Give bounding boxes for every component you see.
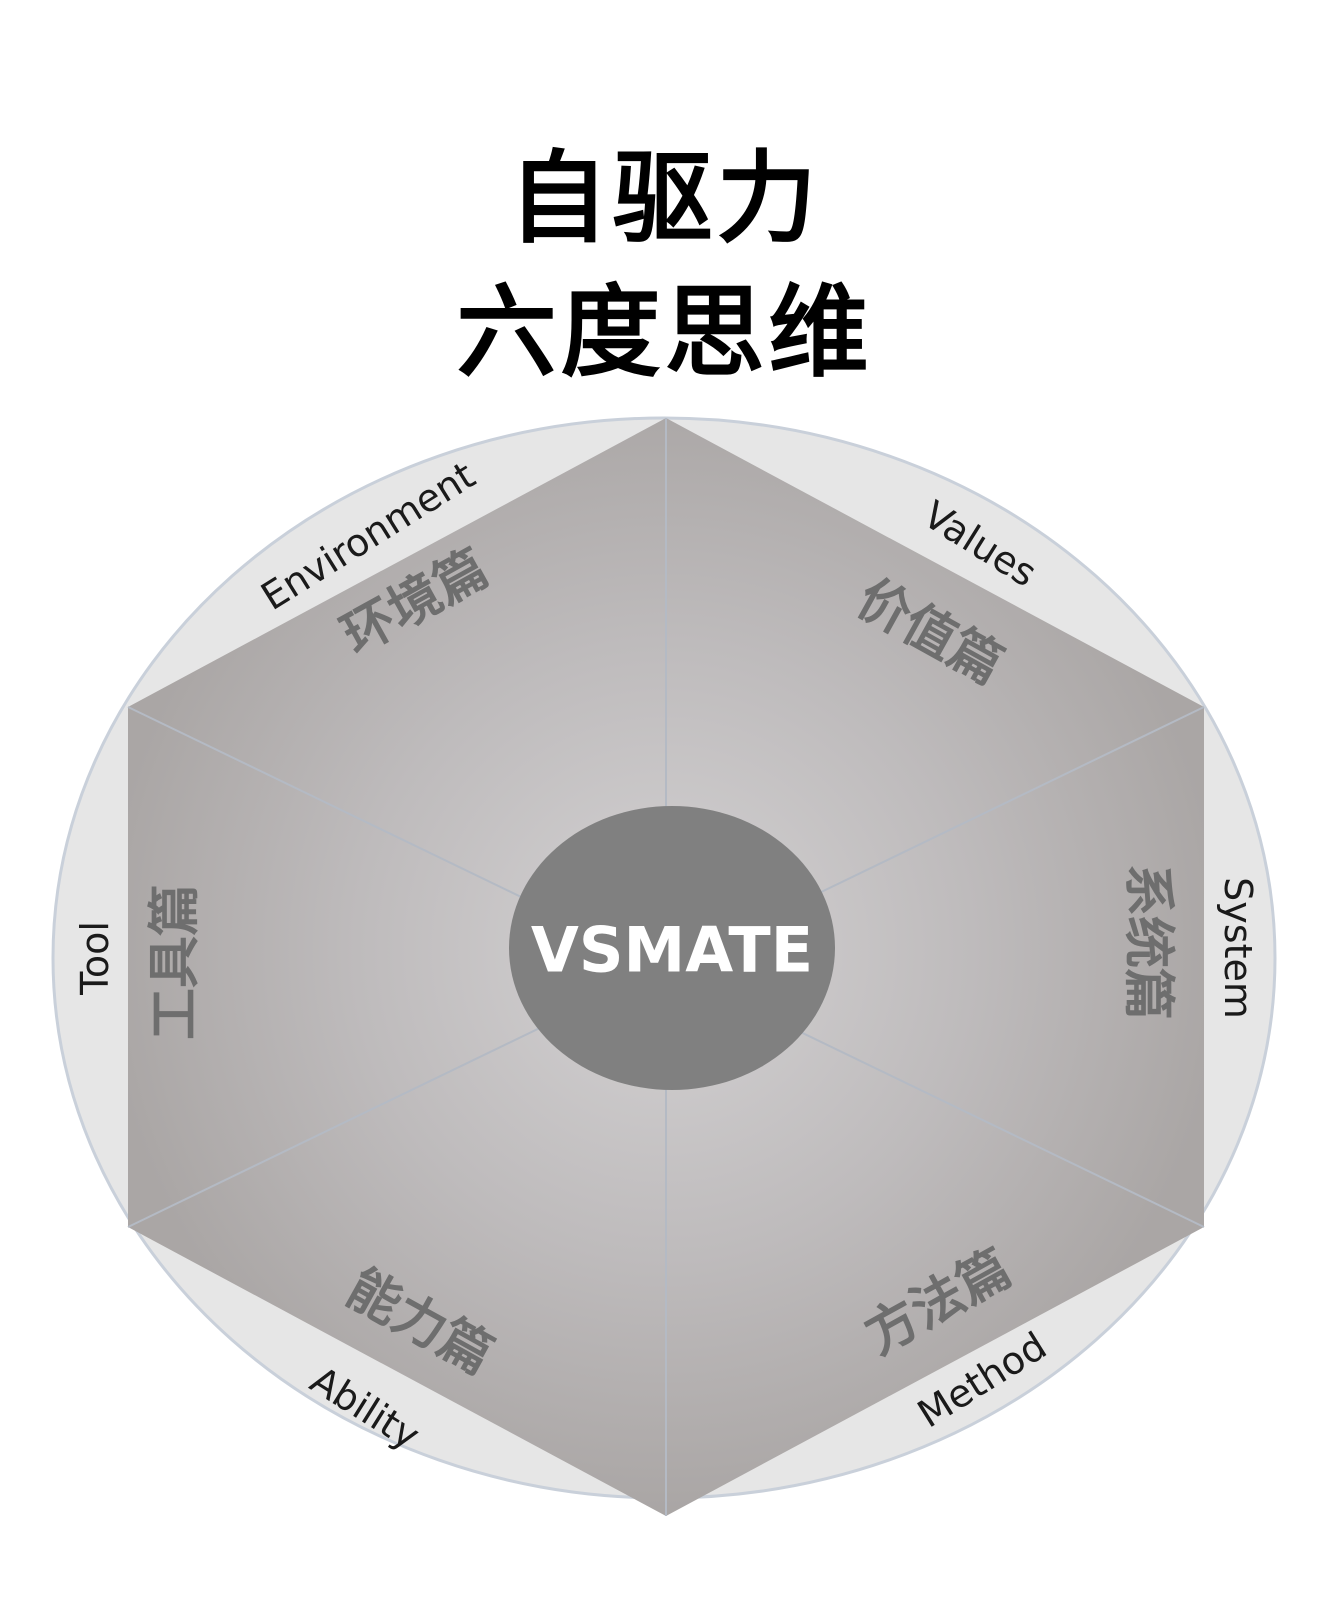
center-label: VSMATE bbox=[531, 914, 813, 987]
segment-cn-system: 系统篇 bbox=[1118, 864, 1179, 1020]
center-hub bbox=[509, 806, 835, 1090]
title-line-1: 自驱力 bbox=[508, 139, 821, 257]
segment-en-system: System bbox=[1216, 877, 1260, 1019]
segment-cn-tool: 工具篇 bbox=[145, 884, 206, 1040]
title-line-2: 六度思维 bbox=[456, 273, 873, 391]
segment-en-tool: Tool bbox=[73, 921, 117, 996]
